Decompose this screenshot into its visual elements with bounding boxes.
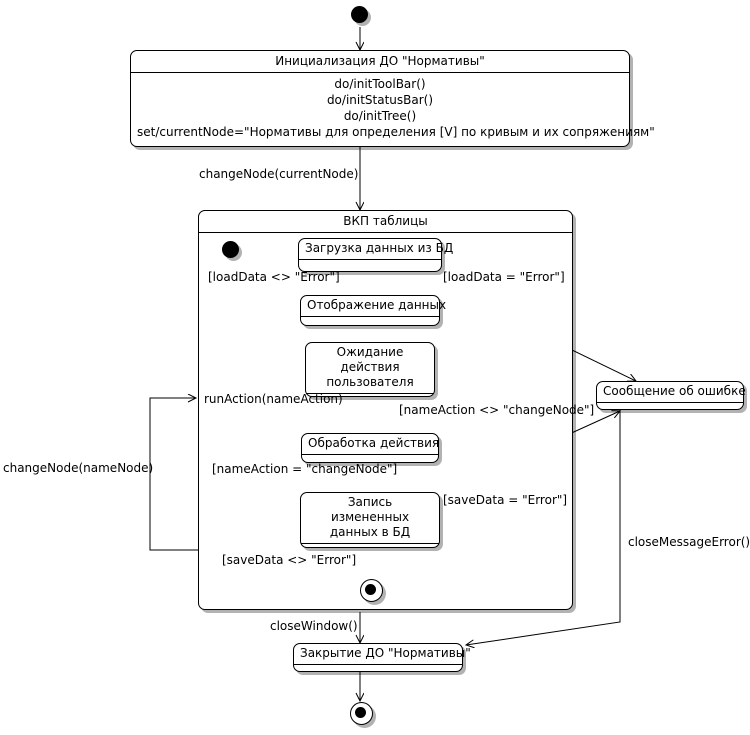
state-initialization-actions: do/initToolBar() do/initStatusBar() do/i… [131, 73, 655, 145]
state-save-line1: Запись измененных [330, 495, 410, 524]
state-save-data-label: Запись измененных данных в БД [301, 493, 439, 543]
state-error-message-label: Сообщение об ошибке [603, 384, 746, 398]
inner-initial-state [222, 241, 239, 258]
label-load-error: [loadData = "Error"] [443, 270, 565, 284]
initial-state [351, 6, 368, 23]
state-load-data[interactable]: Загрузка данных из БД [298, 238, 454, 272]
label-change-node: changeNode(nameNode) [3, 461, 154, 475]
state-save-data[interactable]: Запись измененных данных в БД [300, 492, 440, 548]
state-save-line2: данных в БД [329, 525, 411, 539]
label-action-change: [nameAction = "changeNode"] [212, 462, 398, 476]
state-display-data[interactable]: Отображение данных [300, 295, 447, 326]
action-init-statusbar: do/initStatusBar() [326, 93, 434, 107]
action-init-tree: do/initTree() [343, 109, 417, 123]
label-run-action: runAction(nameAction) [204, 392, 343, 406]
state-wait-user-action[interactable]: Ожидание действия пользователя [305, 342, 435, 397]
state-process-action-label: Обработка действия [308, 436, 440, 450]
label-save-ok: [saveData <> "Error"] [222, 553, 357, 567]
state-composite-table-title: ВКП таблицы [199, 211, 572, 233]
state-load-data-label: Загрузка данных из БД [305, 241, 454, 255]
state-wait-line1: Ожидание действия [336, 345, 404, 374]
state-initialization[interactable]: Инициализация ДО "Нормативы" do/initTool… [130, 50, 655, 147]
label-action-other: [nameAction <> "changeNode"] [399, 403, 595, 417]
label-load-ok: [loadData <> "Error"] [208, 270, 340, 284]
state-initialization-title: Инициализация ДО "Нормативы" [131, 51, 629, 73]
label-close-window: closeWindow() [270, 619, 358, 633]
state-display-data-label: Отображение данных [307, 298, 447, 312]
state-wait-user-action-label: Ожидание действия пользователя [306, 343, 434, 393]
state-error-message[interactable]: Сообщение об ошибке [596, 381, 746, 410]
state-close-document[interactable]: Закрытие ДО "Нормативы" [293, 643, 471, 672]
label-change-current-node: changeNode(currentNode) [199, 167, 359, 181]
action-set-currentnode: set/currentNode="Нормативы для определен… [137, 125, 655, 139]
edge-error-to-close [466, 410, 621, 645]
label-close-message-error: closeMessageError() [628, 535, 750, 549]
label-save-error: [saveData = "Error"] [443, 493, 568, 507]
state-close-document-label: Закрытие ДО "Нормативы" [300, 646, 471, 660]
state-wait-line2: пользователя [326, 375, 414, 389]
inner-final-state [360, 579, 383, 602]
state-process-action[interactable]: Обработка действия [301, 433, 439, 463]
edge-changenode-loop [149, 398, 198, 551]
action-init-toolbar: do/initToolBar() [334, 77, 426, 91]
final-state [350, 702, 373, 725]
